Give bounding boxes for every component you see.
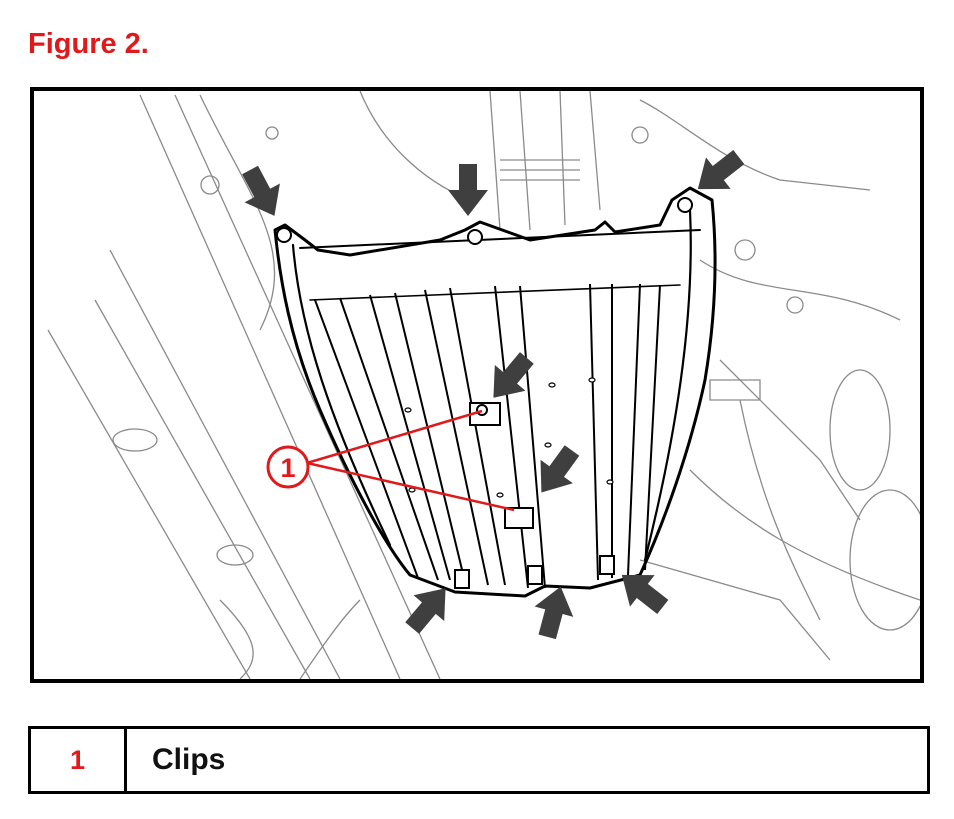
callout-circle-icon [266,445,310,489]
arrow-icon-top-center [448,164,488,216]
diagram-frame: 1 [30,87,924,683]
panel-holes [404,377,614,498]
panel-ribs [314,283,661,589]
arrow-icon-clip-upper [478,345,543,411]
arrow-icon-bottom-left [396,575,461,641]
arrow-icon-top-left [232,160,293,226]
legend-table: 1 Clips [28,726,930,794]
clip-upper-hole [476,404,488,416]
under-cover-panel [273,186,717,598]
bolt-bottom-left [454,569,470,589]
legend-number: 1 [31,729,127,791]
fasteners [276,197,693,589]
chassis-background [47,91,920,679]
bolt-bottom-center [527,565,543,585]
bolt-bottom-right [599,555,615,575]
bolt-top-left [276,227,292,243]
bolt-top-right [677,197,693,213]
figure-title: Figure 2. [28,28,149,60]
clip-lower [504,507,534,529]
underbody-cover-diagram: 1 [47,91,920,679]
bolt-top-center [467,229,483,245]
callout-number: 1 [280,453,295,483]
callout-1: 1 [266,409,515,512]
legend-description: Clips [152,743,226,776]
